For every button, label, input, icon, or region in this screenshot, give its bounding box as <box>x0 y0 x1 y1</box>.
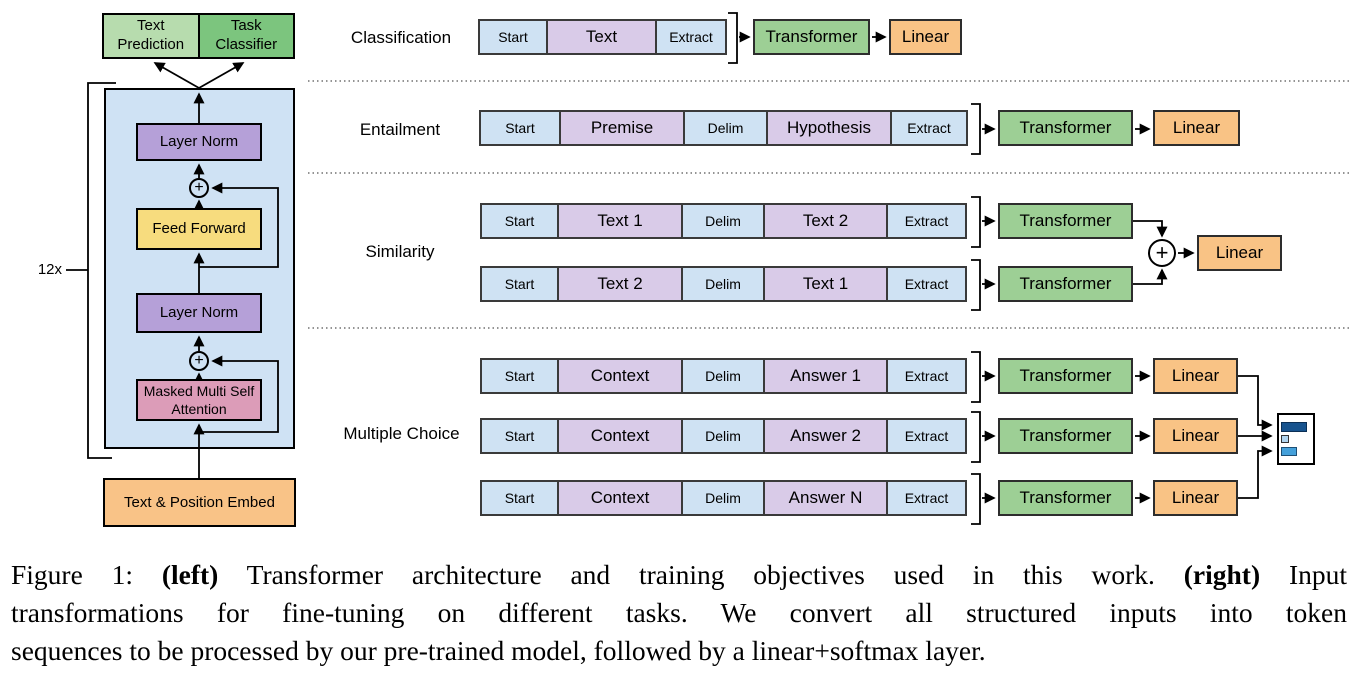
task-label-multiple-choice: Multiple Choice <box>343 424 460 443</box>
softmax-output-box <box>1277 413 1315 465</box>
repeat-count-label: 12x <box>37 261 62 278</box>
transformer-box: Transformer <box>998 358 1133 394</box>
token-cell: Text 1 <box>765 266 888 302</box>
linear-box: Linear <box>889 19 962 55</box>
layer-norm-top-box: Layer Norm <box>136 123 262 161</box>
transformer-box: Transformer <box>753 19 870 55</box>
token-cell: Text 2 <box>765 203 888 239</box>
caption-text: Transformer architecture and training ob… <box>246 559 1155 590</box>
probability-bar <box>1281 435 1289 443</box>
token-cell: Answer 2 <box>765 418 888 454</box>
transformer-box: Transformer <box>998 266 1133 302</box>
caption-line-3: sequences to be processed by our pre-tra… <box>11 635 986 666</box>
transformer-box: Transformer <box>998 480 1133 516</box>
token-strip-choice-3: Start Context Delim Answer N Extract <box>480 480 967 516</box>
token-cell: Delim <box>683 358 765 394</box>
token-cell: Delim <box>683 266 765 302</box>
token-cell: Start <box>480 358 559 394</box>
figure-caption: Figure 1: (left) Transformer architectur… <box>0 556 1358 670</box>
text-position-embed-box: Text & Position Embed <box>103 478 296 527</box>
token-cell: Delim <box>683 418 765 454</box>
token-cell: Start <box>479 110 561 146</box>
masked-attention-box: Masked Multi Self Attention <box>136 379 262 421</box>
caption-bold-left: (left) <box>161 559 219 590</box>
text-prediction-box: Text Prediction <box>104 15 200 57</box>
transformer-box: Transformer <box>998 418 1133 454</box>
token-strip-entailment: Start Premise Delim Hypothesis Extract <box>479 110 968 146</box>
caption-line-1: Figure 1: (left) Transformer architectur… <box>11 556 1347 594</box>
token-cell: Start <box>480 266 559 302</box>
token-cell: Context <box>559 358 683 394</box>
task-label-entailment: Entailment <box>359 120 441 139</box>
token-cell: Context <box>559 480 683 516</box>
token-cell: Start <box>480 418 559 454</box>
feed-forward-box: Feed Forward <box>136 208 262 250</box>
linear-box: Linear <box>1153 358 1238 394</box>
token-cell: Start <box>478 19 548 55</box>
token-cell: Delim <box>683 480 765 516</box>
token-cell: Hypothesis <box>768 110 892 146</box>
residual-add-icon: + <box>189 178 209 198</box>
caption-text: Figure 1: <box>11 559 133 590</box>
task-classifier-box: Task Classifier <box>199 15 293 57</box>
layer-norm-bottom-box: Layer Norm <box>136 293 262 333</box>
token-strip-classification: Start Text Extract <box>478 19 727 55</box>
token-cell: Extract <box>888 480 967 516</box>
token-cell: Text 1 <box>559 203 683 239</box>
probability-bar <box>1281 422 1307 432</box>
token-cell: Start <box>480 203 559 239</box>
token-cell: Answer 1 <box>765 358 888 394</box>
transformer-box: Transformer <box>998 203 1133 239</box>
probability-bar <box>1281 447 1297 456</box>
caption-bold-right: (right) <box>1183 559 1261 590</box>
sum-add-icon: + <box>1148 239 1176 267</box>
token-strip-choice-2: Start Context Delim Answer 2 Extract <box>480 418 967 454</box>
token-strip-choice-1: Start Context Delim Answer 1 Extract <box>480 358 967 394</box>
transformer-box: Transformer <box>998 110 1133 146</box>
output-heads: Text Prediction Task Classifier <box>102 13 295 59</box>
token-cell: Text <box>548 19 657 55</box>
linear-box: Linear <box>1153 418 1238 454</box>
caption-text: Input <box>1288 559 1347 590</box>
token-cell: Extract <box>892 110 968 146</box>
task-label-similarity: Similarity <box>365 242 435 261</box>
token-cell: Extract <box>888 418 967 454</box>
token-cell: Delim <box>683 203 765 239</box>
token-strip-similarity-2: Start Text 2 Delim Text 1 Extract <box>480 266 967 302</box>
task-label-classification: Classification <box>350 28 452 47</box>
residual-add-icon: + <box>189 351 209 371</box>
token-cell: Extract <box>888 266 967 302</box>
caption-line-2: transformations for fine-tuning on diffe… <box>11 597 1347 628</box>
token-cell: Context <box>559 418 683 454</box>
token-cell: Premise <box>561 110 685 146</box>
connector-lines <box>66 12 1352 525</box>
token-cell: Extract <box>888 358 967 394</box>
token-cell: Extract <box>888 203 967 239</box>
token-cell: Text 2 <box>559 266 683 302</box>
token-strip-similarity-1: Start Text 1 Delim Text 2 Extract <box>480 203 967 239</box>
linear-box: Linear <box>1153 110 1240 146</box>
linear-box: Linear <box>1197 235 1282 271</box>
token-cell: Start <box>480 480 559 516</box>
token-cell: Delim <box>685 110 768 146</box>
linear-box: Linear <box>1153 480 1238 516</box>
token-cell: Answer N <box>765 480 888 516</box>
token-cell: Extract <box>657 19 727 55</box>
